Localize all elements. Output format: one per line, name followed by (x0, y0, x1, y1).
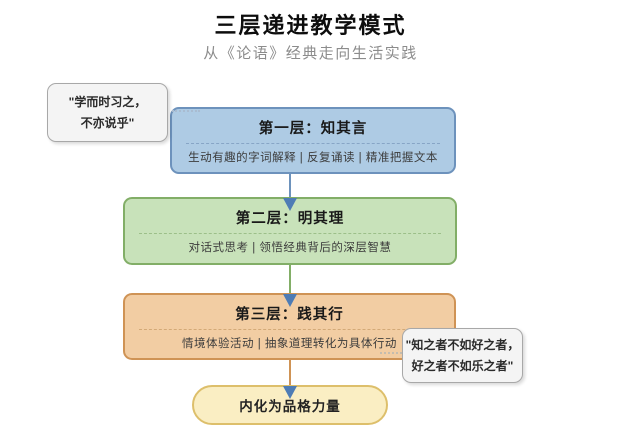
arrow-3-stem (289, 358, 291, 387)
layer-2-detail: 对话式思考 | 领悟经典背后的深层智慧 (188, 242, 392, 254)
arrow-1-stem (289, 173, 291, 200)
quote-1-line-2: 不亦说乎" (80, 115, 135, 130)
page-title: 三层递进教学模式 (214, 13, 407, 38)
layer-1-detail: 生动有趣的字词解释 | 反复诵读 | 精准把握文本 (188, 151, 438, 164)
dashed-separator (139, 233, 441, 234)
dashed-separator (139, 328, 440, 330)
arrow-2-stem (289, 264, 291, 295)
dashed-separator (186, 142, 440, 144)
page-subtitle: 从《论语》经典走向生活实践 (203, 45, 418, 62)
layer-1-title: 第一层：知其言 (258, 120, 368, 137)
layer-2-title: 第二层：明其理 (235, 211, 345, 227)
quote-bubble-left: "学而时习之， 不亦说乎" (47, 83, 168, 142)
arrow-1-head-icon (283, 198, 297, 211)
layer-box-know-words: 第一层：知其言 生动有趣的字词解释 | 反复诵读 | 精准把握文本 (170, 107, 456, 174)
quote-1-line-1: "学而时习之， (68, 94, 147, 109)
layer-3-detail: 情境体验活动 | 抽象道理转化为具体行动 (182, 337, 397, 350)
quote-2-line-2: 好之者不如乐之者" (411, 358, 514, 373)
quote-bubble-right: "知之者不如好之者， 好之者不如乐之者" (402, 328, 523, 383)
arrow-3-head-icon (283, 386, 297, 399)
layer-3-title: 第三层：践其行 (235, 306, 344, 323)
arrow-2-head-icon (283, 294, 297, 307)
quote-2-line-1: "知之者不如好之者， (405, 337, 520, 352)
dotted-decor-line (172, 110, 200, 112)
